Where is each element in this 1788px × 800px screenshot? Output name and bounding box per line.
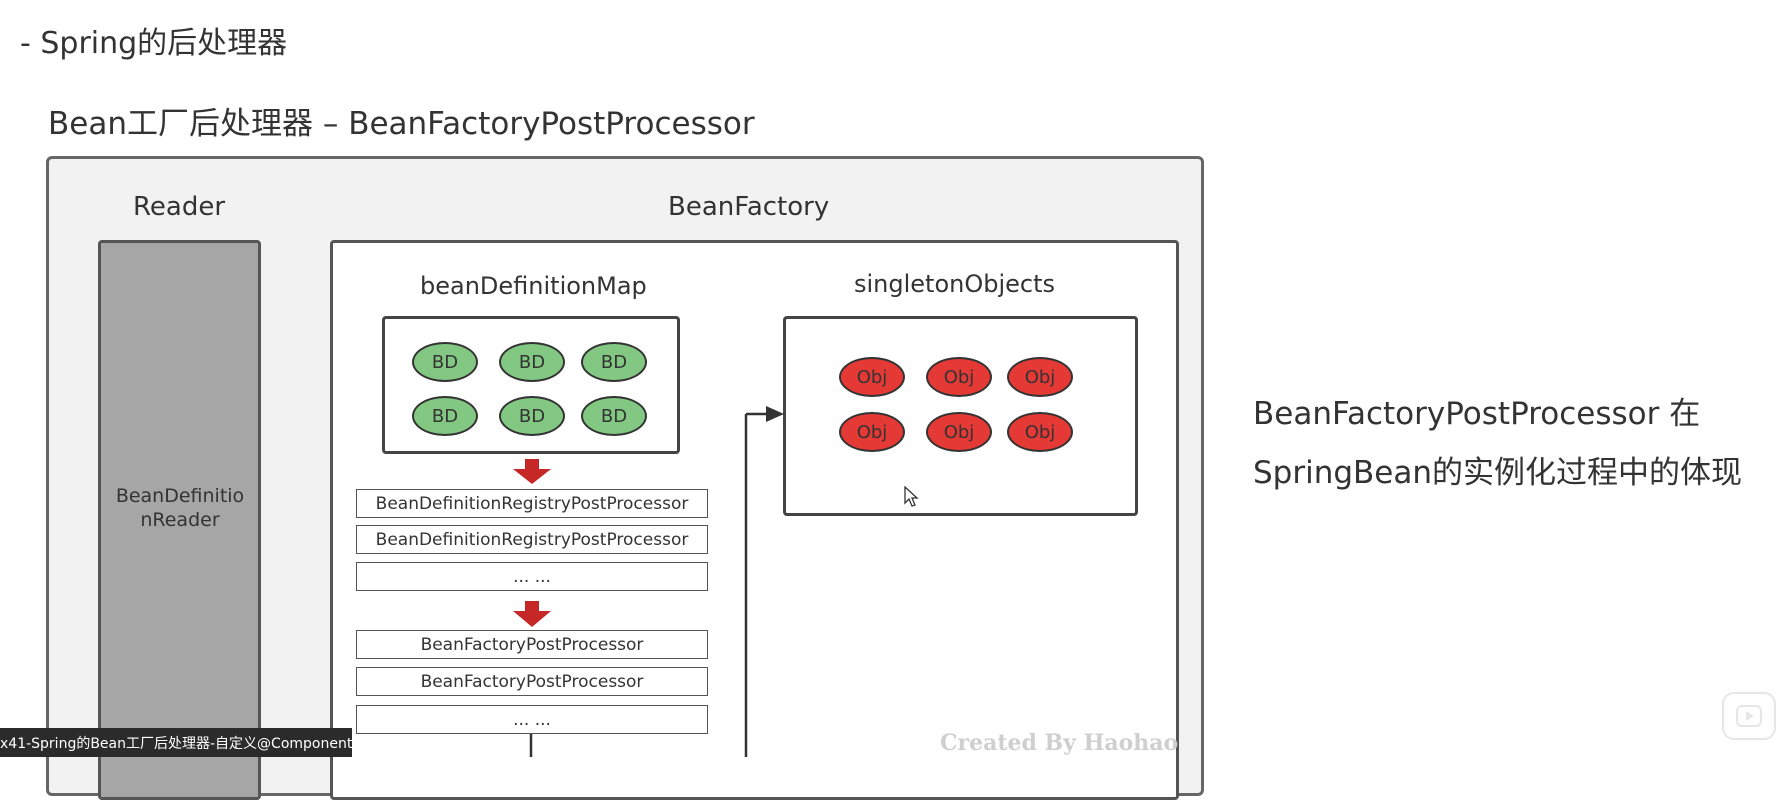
processor-ellipsis-box: ... ... [356, 705, 708, 734]
arrowhead-icon [766, 406, 784, 422]
caption-line-2: SpringBean的实例化过程中的体现 [1253, 455, 1743, 491]
slide-heading: - Spring的后处理器 [20, 26, 288, 61]
processor-box: BeanDefinitionRegistryPostProcessor [356, 489, 708, 518]
obj-ellipse: Obj [926, 357, 992, 397]
processor-box: BeanFactoryPostProcessor [356, 667, 708, 696]
bd-ellipse: BD [499, 396, 565, 436]
bean-definition-map-label: beanDefinitionMap [420, 272, 647, 300]
bd-ellipse: BD [412, 342, 478, 382]
diagram-connectors [513, 406, 784, 757]
bd-ellipse: BD [581, 342, 647, 382]
processor-box: BeanDefinitionRegistryPostProcessor [356, 525, 708, 554]
bd-ellipse: BD [581, 396, 647, 436]
bd-ellipse: BD [499, 342, 565, 382]
caption-line-1: BeanFactoryPostProcessor 在 [1253, 396, 1701, 432]
bd-ellipse: BD [412, 396, 478, 436]
reader-box-text: BeanDefinitio nReader [115, 485, 245, 531]
flow-arrow [529, 412, 768, 757]
play-button[interactable] [1722, 692, 1776, 740]
singleton-objects-label: singletonObjects [854, 270, 1056, 298]
slide-subheading: Bean工厂后处理器 – BeanFactoryPostProcessor [48, 106, 755, 142]
red-down-arrow-icon [513, 601, 551, 627]
obj-ellipse: Obj [839, 412, 905, 452]
obj-ellipse: Obj [1007, 412, 1073, 452]
processor-box: BeanFactoryPostProcessor [356, 630, 708, 659]
reader-label: Reader [133, 192, 226, 222]
red-down-arrow-icon [513, 459, 551, 484]
video-title-bar: x41-Spring的Bean工厂后处理器-自定义@Component [0, 728, 352, 757]
mouse-cursor-icon [904, 485, 920, 512]
obj-ellipse: Obj [1007, 357, 1073, 397]
beanfactory-label: BeanFactory [668, 192, 830, 222]
obj-ellipse: Obj [926, 412, 992, 452]
reader-box [98, 240, 261, 800]
video-title: x41-Spring的Bean工厂后处理器-自定义@Component [0, 735, 352, 752]
processor-ellipsis-box: ... ... [356, 562, 708, 591]
obj-ellipse: Obj [839, 357, 905, 397]
watermark: Created By Haohao [940, 730, 1179, 756]
play-icon [1736, 705, 1762, 727]
